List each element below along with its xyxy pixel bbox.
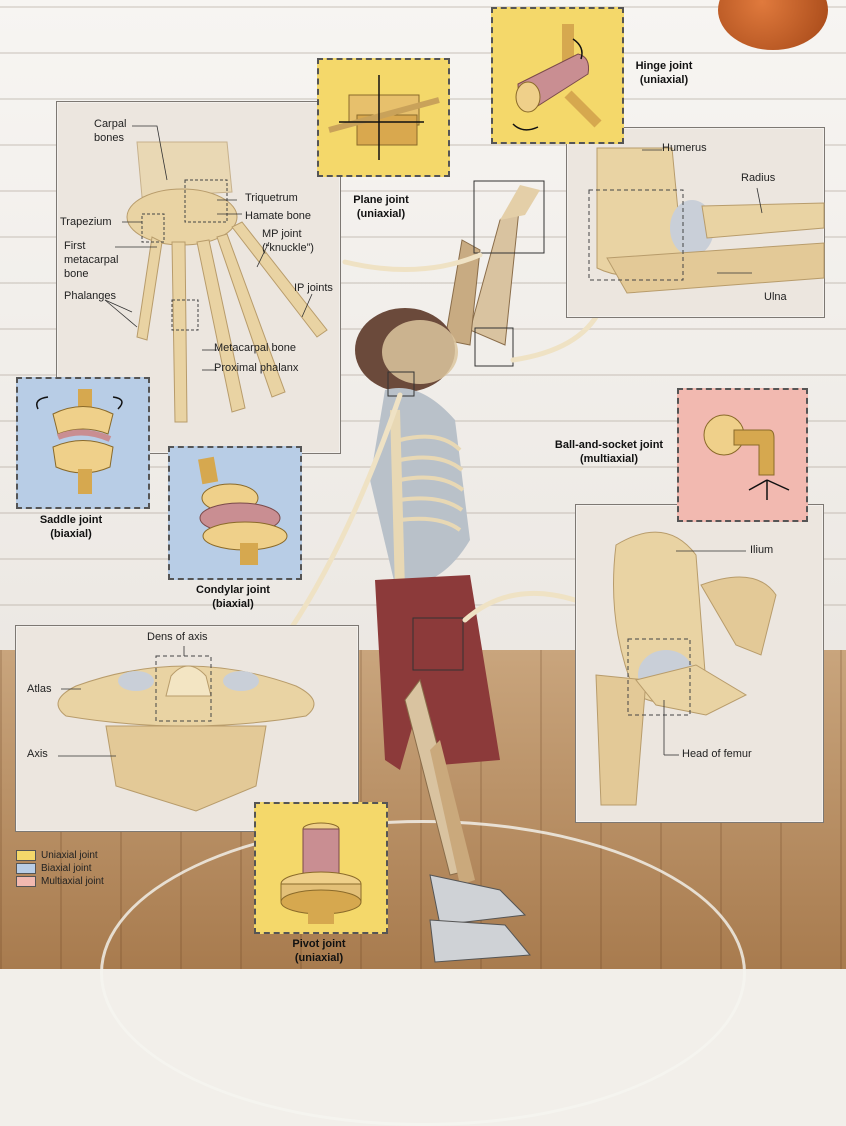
label-trapezium: Trapezium [60, 216, 112, 228]
label-mp-joint-line1: MP joint [262, 228, 302, 240]
label-carpal-bones-line2: bones [94, 132, 124, 144]
hip-illustration [595, 531, 777, 806]
label-radius: Radius [741, 172, 776, 184]
legend-swatch-multiaxial [16, 876, 36, 887]
athlete-skeleton-figure [117, 119, 603, 963]
label-head-of-femur: Head of femur [682, 748, 752, 760]
atlas-axis-illustration [57, 646, 315, 812]
condylar-joint-caption: Condylar joint (biaxial) [188, 583, 278, 611]
pivot-joint-model [254, 802, 388, 934]
legend-item-uniaxial: Uniaxial joint [16, 849, 104, 862]
label-ip-joints: IP joints [294, 282, 333, 294]
plane-joint-model [317, 58, 450, 177]
hand-panel [56, 101, 341, 454]
hinge-joint-model [491, 7, 624, 144]
label-first-metacarpal-line3: bone [64, 268, 89, 280]
magnify-hip-box [412, 617, 464, 671]
label-ulna: Ulna [764, 291, 787, 303]
label-axis: Axis [27, 748, 48, 760]
hinge-joint-type: (uniaxial) [639, 74, 689, 86]
legend-item-multiaxial: Multiaxial joint [16, 875, 104, 888]
legend-swatch-uniaxial [16, 850, 36, 861]
label-humerus: Humerus [662, 142, 707, 154]
pivot-joint-caption: Pivot joint (uniaxial) [279, 937, 359, 965]
plane-joint-name: Plane joint [353, 194, 409, 206]
label-hamate-bone: Hamate bone [245, 210, 312, 222]
pivot-joint-name: Pivot joint [292, 938, 346, 950]
hand-skeleton-illustration [104, 125, 328, 423]
magnify-hand-box [473, 180, 545, 254]
legend: Uniaxial joint Biaxial joint Multiaxial … [16, 849, 104, 888]
label-ilium: Ilium [750, 544, 774, 556]
label-carpal-bones-line1: Carpal [94, 118, 127, 130]
plane-joint-type: (uniaxial) [356, 208, 406, 220]
label-first-metacarpal-line2: metacarpal [64, 254, 119, 266]
label-phalanges: Phalanges [64, 290, 116, 302]
condylar-joint-name: Condylar joint [196, 584, 270, 596]
magnify-elbow-box [474, 327, 514, 367]
ball-and-socket-joint-caption: Ball-and-socket joint (multiaxial) [544, 438, 674, 466]
legend-label-uniaxial: Uniaxial joint [41, 850, 98, 861]
neck-panel [15, 625, 359, 832]
hip-panel [575, 504, 824, 823]
legend-label-multiaxial: Multiaxial joint [41, 876, 104, 887]
label-atlas: Atlas [27, 683, 52, 695]
condylar-joint-type: (biaxial) [212, 598, 254, 610]
athlete-body [355, 185, 540, 963]
plane-joint-caption: Plane joint (uniaxial) [341, 193, 421, 221]
legend-swatch-biaxial [16, 863, 36, 874]
saddle-joint-name: Saddle joint [39, 514, 103, 526]
legend-label-biaxial: Biaxial joint [41, 863, 92, 874]
legend-item-biaxial: Biaxial joint [16, 862, 104, 875]
hinge-joint-name: Hinge joint [635, 60, 693, 72]
label-mp-joint-line2: (“knuckle”) [262, 242, 314, 254]
ball-and-socket-joint-model [677, 388, 808, 522]
elbow-illustration [588, 147, 825, 294]
label-metacarpal-bone: Metacarpal bone [214, 342, 296, 354]
ball-and-socket-joint-name: Ball-and-socket joint [554, 439, 664, 451]
elbow-panel [566, 127, 825, 318]
saddle-joint-model [16, 377, 150, 509]
saddle-joint-caption: Saddle joint (biaxial) [31, 513, 111, 541]
hinge-joint-caption: Hinge joint (uniaxial) [629, 59, 699, 87]
label-proximal-phalanx: Proximal phalanx [214, 362, 299, 374]
ball-and-socket-joint-type: (multiaxial) [579, 453, 639, 465]
saddle-joint-type: (biaxial) [50, 528, 92, 540]
label-dens-of-axis: Dens of axis [147, 631, 208, 643]
condylar-joint-model [168, 446, 302, 580]
label-triquetrum: Triquetrum [245, 192, 298, 204]
pivot-joint-type: (uniaxial) [294, 952, 344, 964]
label-first-metacarpal-line1: First [64, 240, 86, 252]
